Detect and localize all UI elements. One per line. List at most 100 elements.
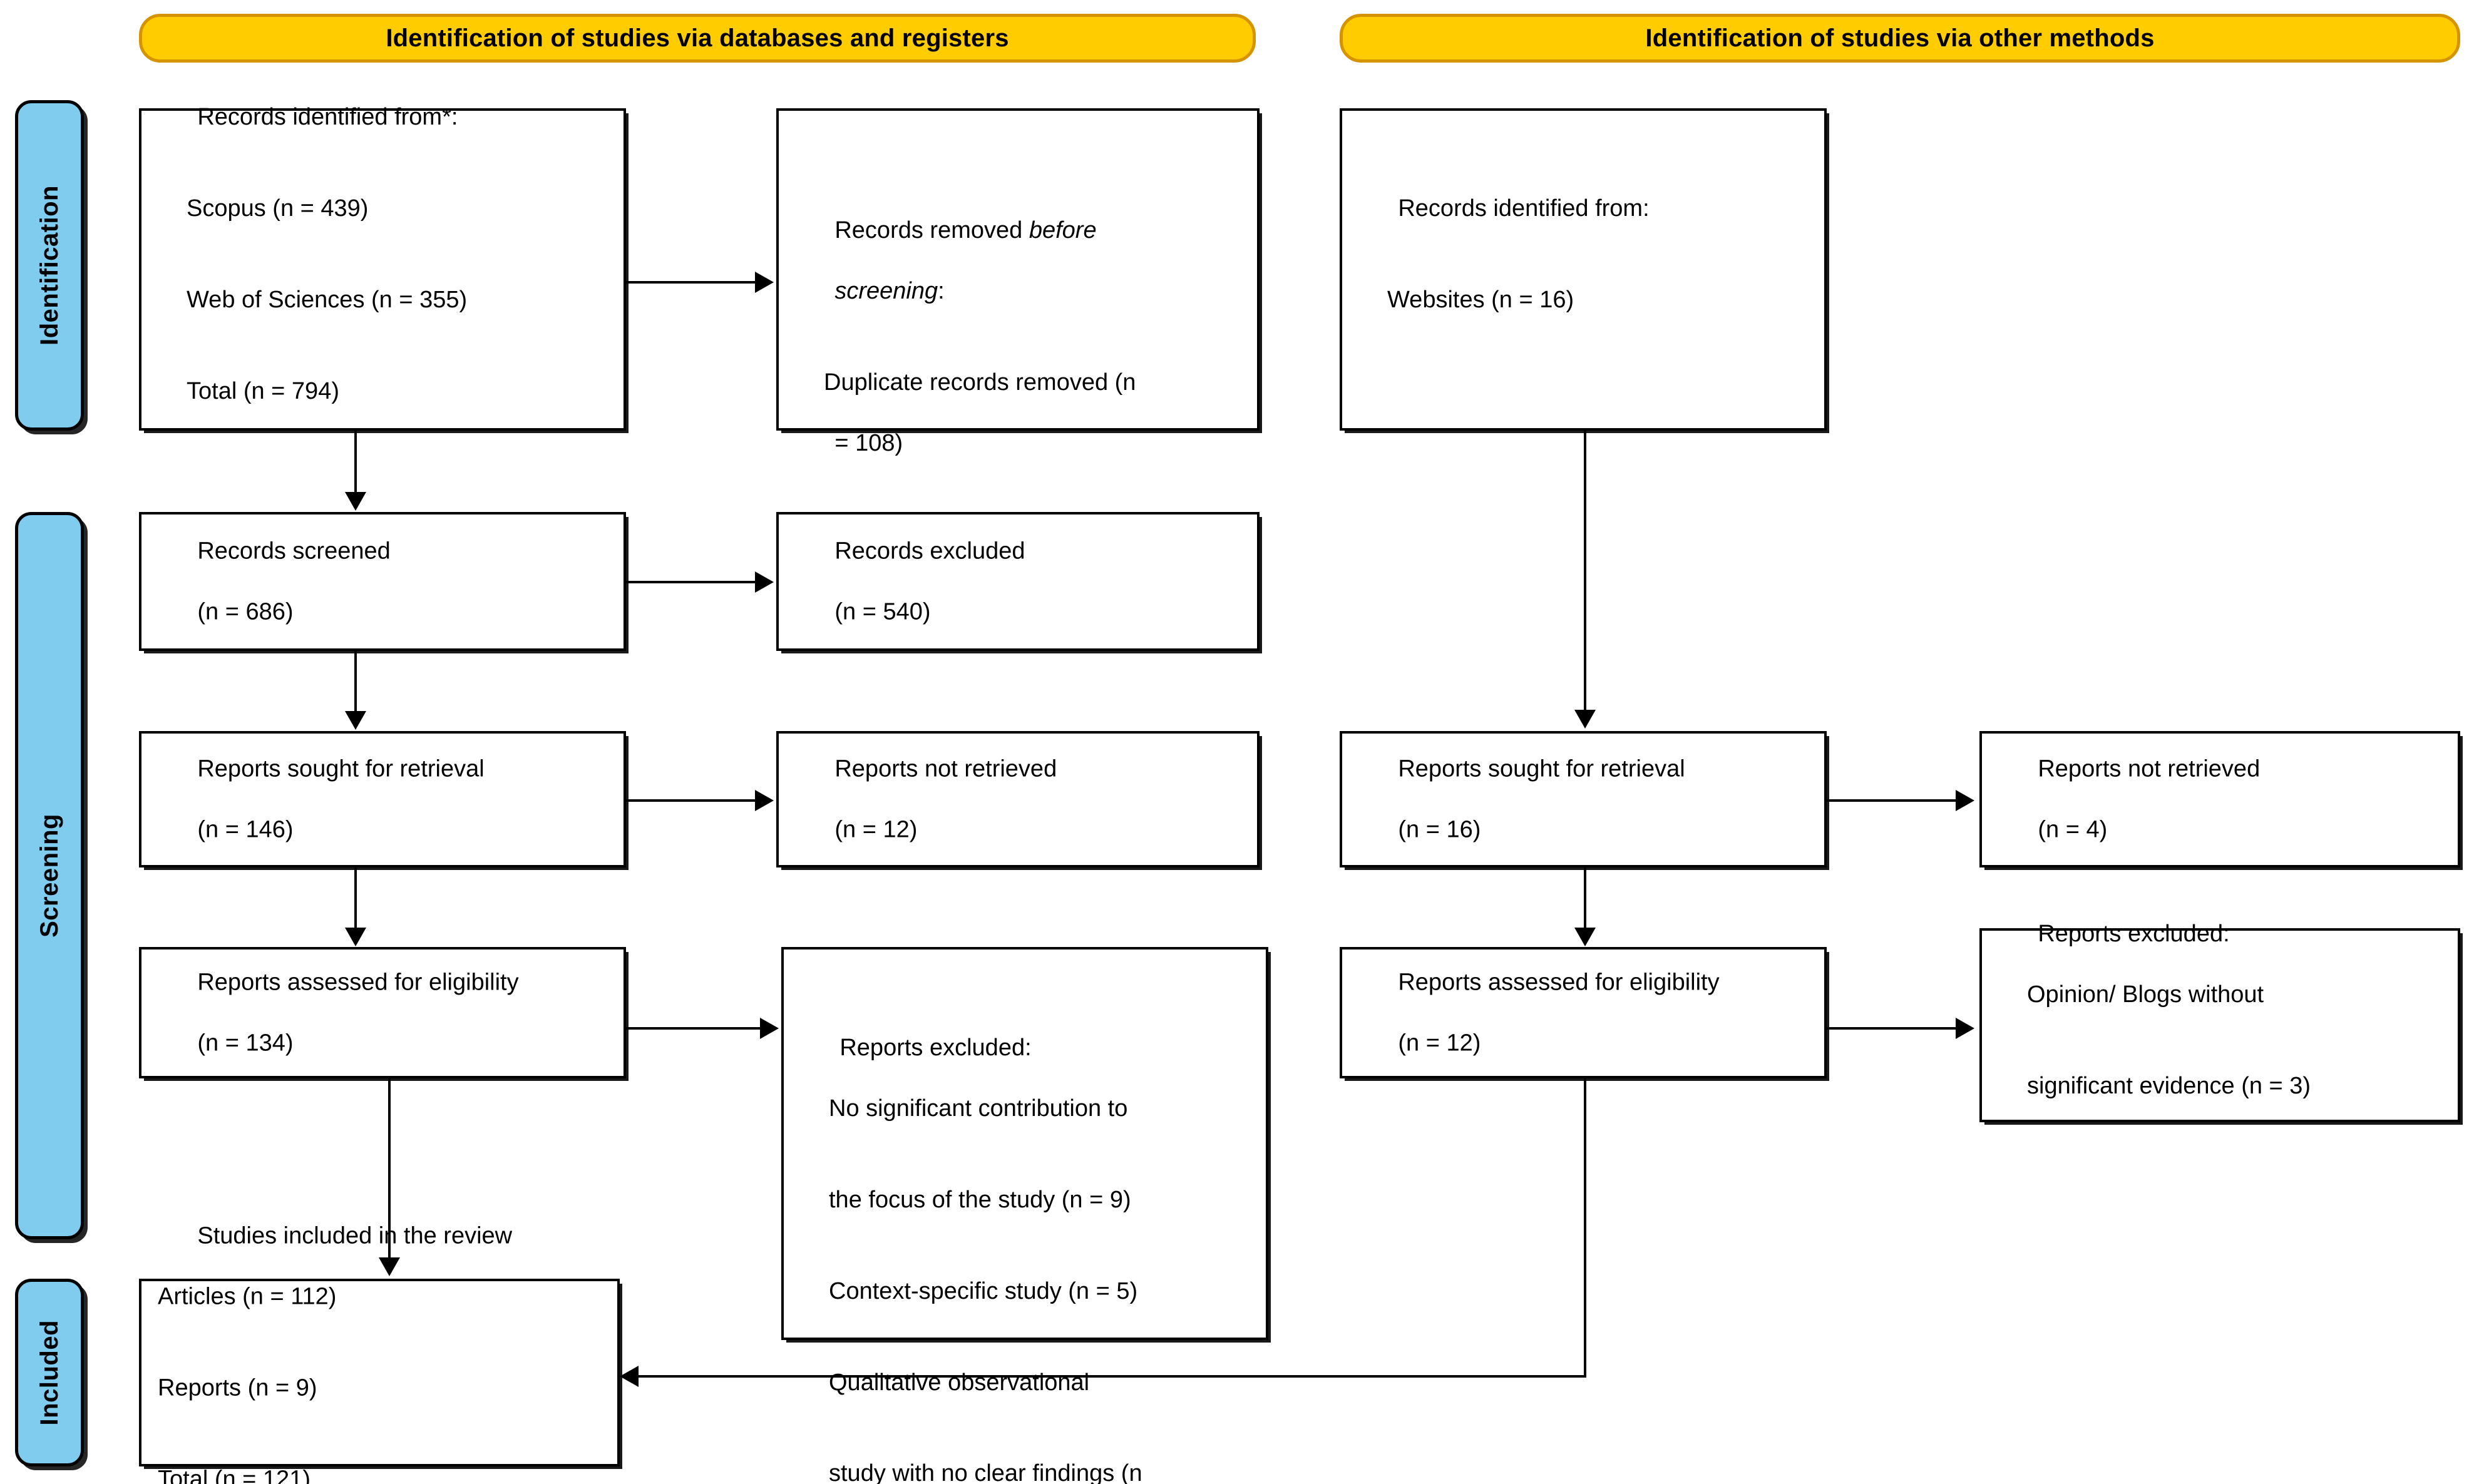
- box-reports-sought-right: Reports sought for retrieval (n = 16): [1340, 731, 1827, 867]
- box-reports-not-retrieved-left: Reports not retrieved (n = 12): [776, 731, 1260, 867]
- connector-assessed-to-included: [388, 1078, 391, 1259]
- box-studies-included: Studies included in the review Articles …: [139, 1222, 620, 1484]
- arrowhead-assessed-to-excluded-right: [1956, 1018, 1974, 1039]
- connector-identified-other-to-sought-right: [1584, 431, 1586, 711]
- box-records-excluded-text: Records excluded (n = 540): [795, 505, 1248, 657]
- stage-label-identification: Identification: [15, 100, 84, 431]
- connector-assessed-to-excluded-left: [626, 1027, 761, 1030]
- banner-other-methods-label: Identification of studies via other meth…: [1645, 24, 2155, 52]
- arrowhead-sought-to-assessed-left: [345, 928, 366, 946]
- records-identified-line1: Records identified from*:: [197, 104, 458, 131]
- box-reports-excluded-left-text: Reports excluded: No significant contrib…: [800, 1002, 1257, 1484]
- reports-sought-left-line1: Reports sought for retrieval: [197, 755, 485, 782]
- reports-not-retrieved-left-line1: Reports not retrieved: [834, 755, 1057, 782]
- box-reports-not-retrieved-right-text: Reports not retrieved (n = 4): [1998, 723, 2449, 875]
- connector-assessed-to-excluded-right: [1827, 1027, 1957, 1030]
- records-removed-line2-tail: :: [938, 277, 945, 304]
- reports-not-retrieved-right-line2: (n = 4): [2038, 816, 2108, 843]
- reports-assessed-left-line2: (n = 134): [197, 1030, 294, 1057]
- records-identified-other-line1: Records identified from:: [1398, 195, 1650, 222]
- connector-sought-to-assessed-left: [354, 867, 357, 929]
- stage-label-screening: Screening: [15, 512, 84, 1239]
- stage-label-included-text: Included: [35, 1319, 63, 1426]
- reports-sought-right-line2: (n = 16): [1398, 816, 1481, 843]
- connector-sought-to-assessed-right: [1584, 867, 1586, 929]
- box-reports-not-retrieved-left-text: Reports not retrieved (n = 12): [795, 723, 1248, 875]
- connector-identified-to-screened: [354, 431, 357, 493]
- records-removed-line4: = 108): [834, 430, 903, 456]
- box-reports-assessed-right-text: Reports assessed for eligibility (n = 12…: [1358, 936, 1815, 1088]
- box-reports-excluded-left: Reports excluded: No significant contrib…: [781, 947, 1268, 1484]
- studies-included-line1: Studies included in the review: [197, 1222, 513, 1249]
- records-identified-line3: Web of Sciences (n = 355): [187, 286, 468, 313]
- arrowhead-right-branch-to-included: [620, 1366, 639, 1387]
- studies-included-line4: Total (n = 121): [158, 1465, 311, 1484]
- records-excluded-line2: (n = 540): [834, 598, 931, 625]
- box-reports-assessed-left: Reports assessed for eligibility (n = 13…: [139, 947, 626, 1078]
- reports-excluded-right-line2: Opinion/ Blogs without: [2027, 981, 2264, 1008]
- arrowhead-identified-other-to-sought-right: [1574, 710, 1596, 729]
- connector-sought-to-notretrieved-left: [626, 799, 756, 802]
- records-identified-line4: Total (n = 794): [187, 377, 339, 404]
- banner-databases-and-registers: Identification of studies via databases …: [139, 14, 1256, 63]
- reports-excluded-right-line3: significant evidence (n = 3): [2027, 1072, 2311, 1099]
- reports-excluded-left-line5: Qualitative observational: [829, 1369, 1090, 1396]
- reports-excluded-right-line1: Reports excluded:: [2038, 920, 2230, 947]
- reports-not-retrieved-left-line2: (n = 12): [834, 816, 918, 843]
- box-reports-not-retrieved-right: Reports not retrieved (n = 4): [1979, 731, 2460, 867]
- connector-screened-to-excluded: [626, 581, 756, 583]
- arrowhead-assessed-to-included: [379, 1257, 400, 1276]
- box-reports-assessed-right: Reports assessed for eligibility (n = 12…: [1340, 947, 1827, 1078]
- box-studies-included-text: Studies included in the review Articles …: [158, 1190, 608, 1484]
- connector-assessed-right-down-to-included: [1584, 1078, 1586, 1378]
- box-records-identified: Records identified from*: Scopus (n = 43…: [139, 104, 626, 431]
- reports-assessed-right-line2: (n = 12): [1398, 1030, 1481, 1057]
- connector-sought-to-notretrieved-right: [1827, 799, 1957, 802]
- records-excluded-line1: Records excluded: [834, 538, 1025, 565]
- reports-excluded-left-line3: the focus of the study (n = 9): [829, 1186, 1131, 1213]
- connector-screened-to-sought: [354, 651, 357, 712]
- records-removed-line2-italic: screening: [834, 277, 938, 304]
- studies-included-line3: Reports (n = 9): [158, 1374, 317, 1401]
- records-identified-line2: Scopus (n = 439): [187, 195, 369, 222]
- arrowhead-identified-to-removed: [755, 272, 774, 293]
- reports-excluded-left-line1: Reports excluded:: [839, 1034, 1032, 1061]
- records-screened-line1: Records screened: [197, 538, 391, 565]
- reports-assessed-right-line1: Reports assessed for eligibility: [1398, 969, 1720, 996]
- reports-excluded-left-line2: No significant contribution to: [829, 1095, 1128, 1122]
- stage-label-included: Included: [15, 1279, 84, 1466]
- arrowhead-identified-to-screened: [345, 492, 366, 511]
- banner-other-methods: Identification of studies via other meth…: [1340, 14, 2460, 63]
- box-records-identified-other: Records identified from: Websites (n = 1…: [1340, 108, 1827, 431]
- stage-label-screening-text: Screening: [35, 814, 63, 938]
- reports-not-retrieved-right-line1: Reports not retrieved: [2038, 755, 2261, 782]
- box-records-removed-text: Records removed before screening: Duplic…: [795, 185, 1248, 489]
- box-reports-sought-left-text: Reports sought for retrieval (n = 146): [158, 723, 615, 875]
- arrowhead-sought-to-notretrieved-right: [1956, 790, 1974, 811]
- reports-excluded-left-line6: study with no clear findings (n: [829, 1460, 1142, 1484]
- records-screened-line2: (n = 686): [197, 598, 294, 625]
- box-records-removed: Records removed before screening: Duplic…: [776, 108, 1260, 456]
- reports-sought-right-line1: Reports sought for retrieval: [1398, 755, 1685, 782]
- arrowhead-assessed-to-excluded-left: [760, 1018, 779, 1039]
- records-identified-other-line2: Websites (n = 16): [1387, 286, 1574, 313]
- records-removed-line3: Duplicate records removed (n: [824, 369, 1136, 396]
- connector-identified-to-removed: [626, 281, 756, 284]
- box-reports-sought-left: Reports sought for retrieval (n = 146): [139, 731, 626, 867]
- records-removed-line1: Records removed: [834, 217, 1029, 243]
- box-records-screened-text: Records screened (n = 686): [158, 505, 615, 657]
- arrowhead-sought-to-notretrieved-left: [755, 790, 774, 811]
- arrowhead-sought-to-assessed-right: [1574, 928, 1596, 946]
- arrowhead-screened-to-excluded: [755, 571, 774, 593]
- arrowhead-screened-to-sought: [345, 711, 366, 730]
- box-reports-assessed-left-text: Reports assessed for eligibility (n = 13…: [158, 936, 615, 1088]
- box-records-identified-other-text: Records identified from: Websites (n = 1…: [1358, 163, 1815, 376]
- connector-assessed-right-left-to-included: [639, 1375, 1585, 1378]
- box-records-identified-text: Records identified from*: Scopus (n = 43…: [158, 71, 615, 467]
- box-records-excluded: Records excluded (n = 540): [776, 512, 1260, 651]
- stage-label-identification-text: Identification: [35, 185, 63, 345]
- reports-sought-left-line2: (n = 146): [197, 816, 294, 843]
- reports-excluded-left-line4: Context-specific study (n = 5): [829, 1277, 1138, 1304]
- records-removed-line1-italic: before: [1029, 217, 1097, 243]
